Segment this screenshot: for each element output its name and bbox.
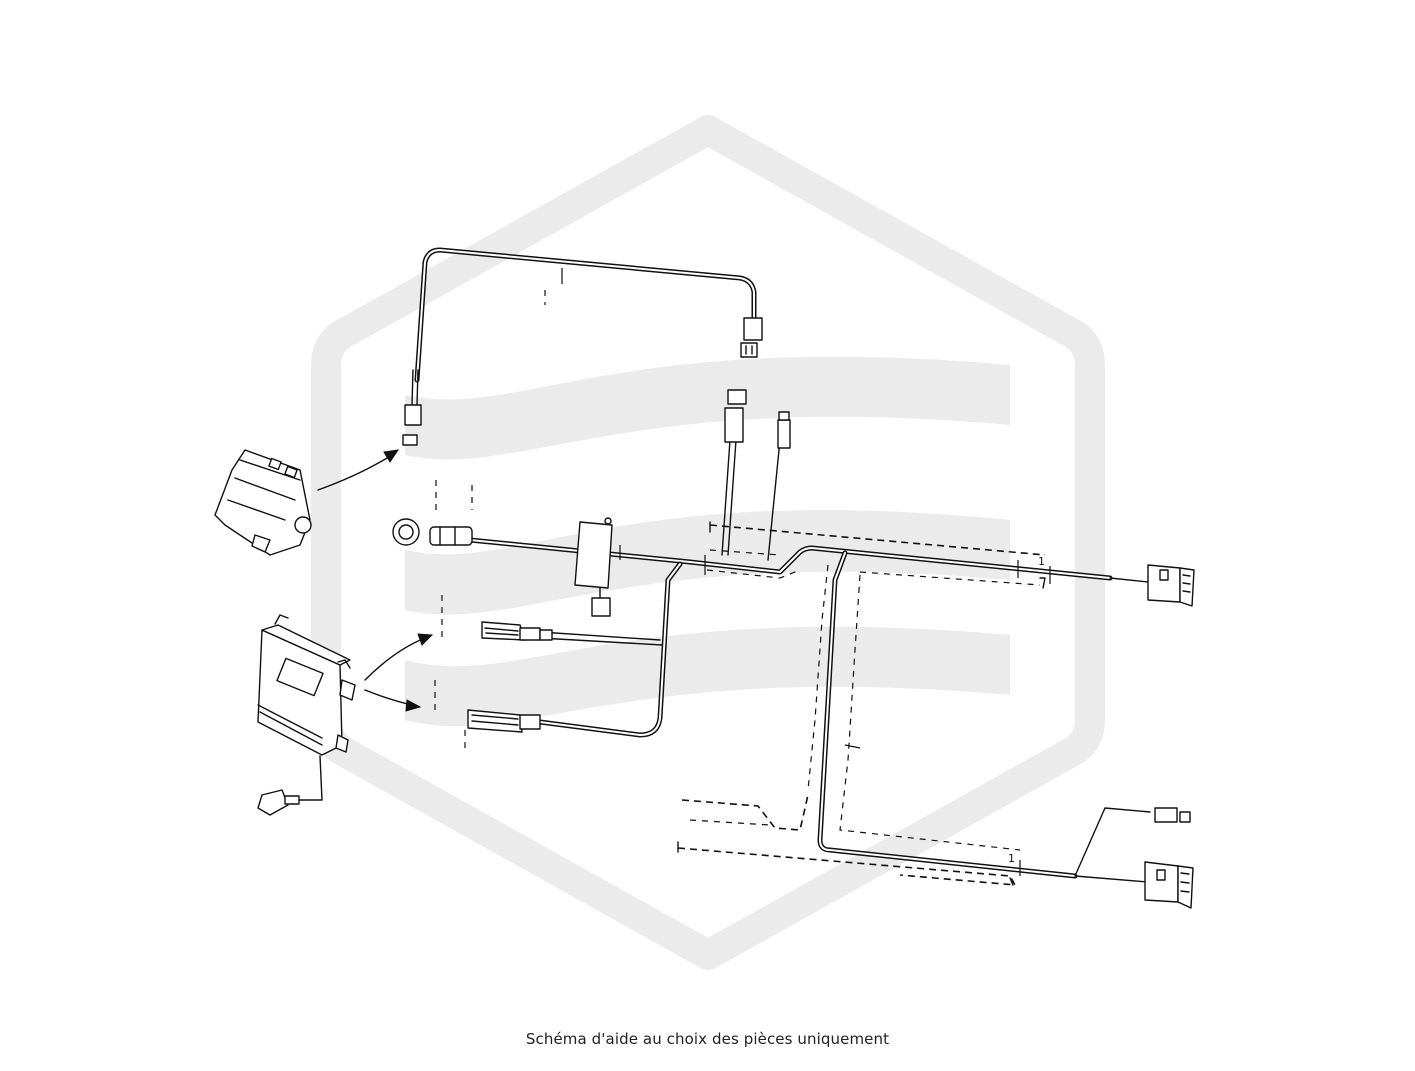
pointer-arrow — [364, 637, 426, 681]
optional-harness-bottom: 1 — [677, 794, 1017, 886]
ecu-module — [257, 614, 356, 816]
diagram-caption: Schéma d'aide au choix des pièces unique… — [525, 1030, 890, 1048]
right-connector-bottom — [1074, 807, 1194, 909]
guide-dashes — [434, 290, 546, 750]
upper-loop-wire — [402, 247, 763, 446]
pointer-arrow — [364, 689, 413, 706]
round-socket — [392, 518, 473, 546]
harness-marker-bottom: 1 — [1008, 852, 1015, 865]
right-connector-top — [1109, 564, 1195, 607]
middle-connector — [481, 621, 553, 641]
pointer-arrow-head — [417, 633, 434, 646]
switch-module — [214, 449, 312, 556]
pointer-arrow — [317, 454, 393, 491]
pointer-arrow-head — [405, 699, 422, 712]
relay-box — [574, 517, 613, 617]
lower-connector — [467, 709, 541, 733]
harness-marker-top: 1 — [1038, 555, 1045, 568]
main-harness — [467, 537, 1113, 879]
upper-branches — [721, 389, 791, 561]
optional-harness-top: 1 — [706, 521, 1046, 851]
pointer-arrow-head — [383, 449, 400, 463]
